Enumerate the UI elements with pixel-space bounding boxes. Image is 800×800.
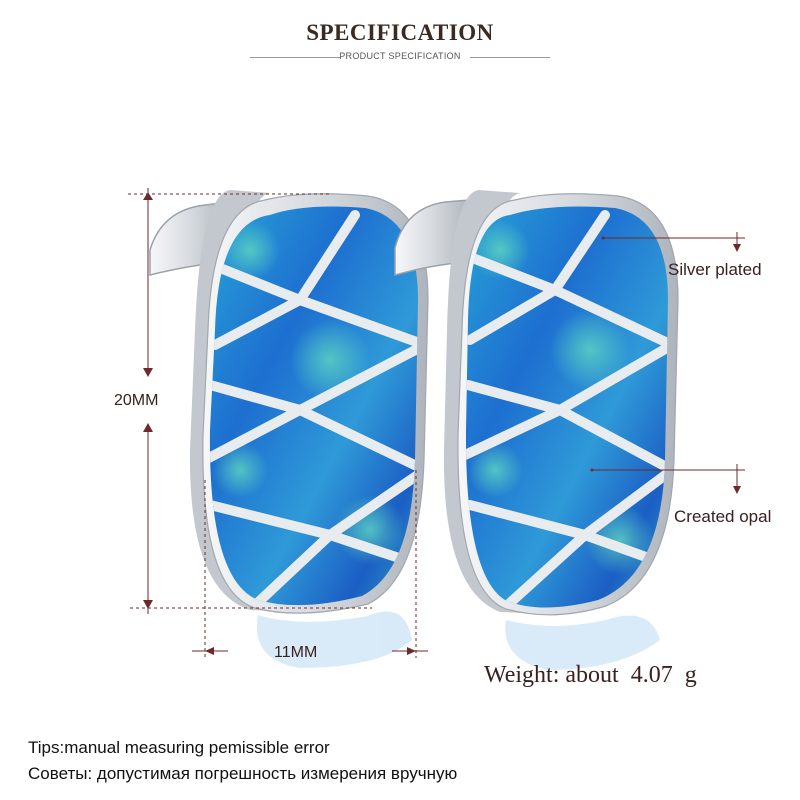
width-dimension [192,470,428,658]
subtitle-divider-right [470,57,550,58]
tip-english: Tips:manual measuring pemissible error [28,738,330,757]
weight-unit: g [684,662,697,688]
height-dimension [128,188,372,614]
page-subtitle: PRODUCT SPECIFICATION [339,51,461,61]
tip-russian: Советы: допустимая погрешность измерения… [28,764,458,783]
earrings-reflection [256,611,660,670]
weight-value: 4.07 [630,662,673,688]
weight-prefix: Weight: about [484,662,619,688]
width-label: 11MM [274,644,318,661]
subtitle-divider-left [250,57,340,58]
earring-left [149,190,429,614]
earring-left-silver-lattice [209,210,418,606]
weight-text: Weight: about 4.07 g [484,662,697,689]
plating-callout: Silver plated [668,260,762,279]
earring-right-silver-lattice [465,210,668,608]
earring-right [394,190,679,616]
callout-leaders [590,232,745,494]
page-title: SPECIFICATION [306,20,494,45]
height-label: 20MM [114,392,159,409]
stone-callout: Created opal [674,507,772,526]
